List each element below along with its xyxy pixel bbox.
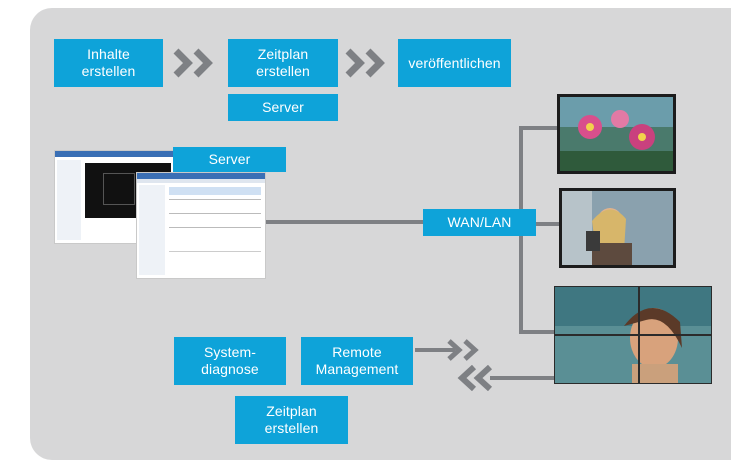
publish-box: veröffentlichen [398, 39, 511, 87]
server-to-lan-wire [262, 220, 522, 224]
schedule-box: Zeitplan erstellen [228, 39, 338, 87]
double-chevron-right-icon [173, 48, 213, 78]
display-flowers [557, 94, 676, 174]
server-box: Server [173, 147, 286, 172]
tv1-branch-wire [519, 126, 557, 130]
tv2-branch-wire [519, 222, 559, 226]
display-woman [559, 188, 676, 268]
double-chevron-right-icon [415, 339, 479, 361]
server-box-top: Server [228, 94, 338, 121]
video-wall [554, 286, 712, 384]
return-wire [490, 376, 556, 380]
wan-lan-box: WAN/LAN [423, 209, 536, 236]
create-content-box: Inhalte erstellen [54, 39, 163, 87]
server-screenshot-front [136, 172, 266, 279]
double-chevron-right-icon [345, 48, 385, 78]
videowall-branch-wire [519, 330, 555, 334]
schedule-box-bottom: Zeitplan erstellen [235, 396, 348, 444]
double-chevron-left-icon [457, 365, 493, 391]
system-diagnosis-box: System- diagnose [174, 337, 286, 385]
remote-management-box: Remote Management [301, 337, 413, 385]
